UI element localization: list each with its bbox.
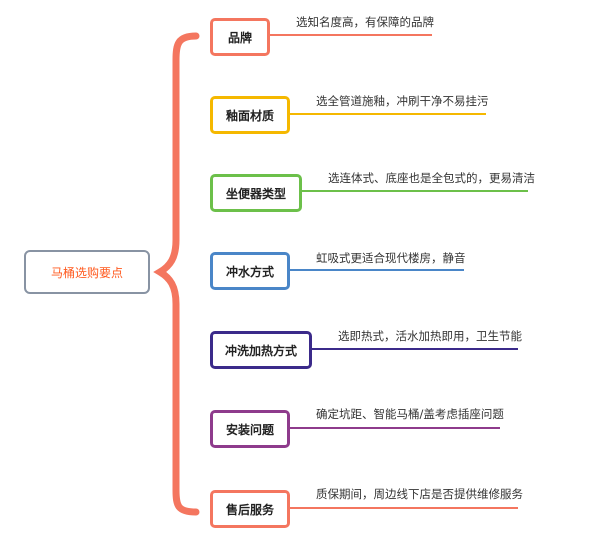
branch-toilet-type[interactable]: 坐便器类型 [210,174,302,212]
branch-brand[interactable]: 品牌 [210,18,270,56]
root-topic-label: 马桶选购要点 [50,265,123,280]
branch-toilet-type-label: 坐便器类型 [225,186,286,201]
branch-toilet-type-note: 选连体式、底座也是全包式的，更易清洁 [328,171,535,185]
branch-after-sales-label: 售后服务 [225,502,274,517]
branch-flush-method-label: 冲水方式 [225,264,274,279]
branch-heating-method-label: 冲洗加热方式 [224,343,297,358]
branch-brand-note: 选知名度高，有保障的品牌 [296,15,434,29]
branch-heating-method-note: 选即热式，活水加热即用，卫生节能 [338,329,522,343]
branch-flush-method-underline [290,269,464,271]
branch-installation-underline [290,427,500,429]
branch-glaze-material[interactable]: 釉面材质 [210,96,290,134]
branch-glaze-material-label: 釉面材质 [225,108,274,123]
branch-installation[interactable]: 安装问题 [210,410,290,448]
branch-glaze-material-underline [290,113,486,115]
branch-bracket [153,32,200,516]
branch-flush-method-note: 虹吸式更适合现代楼房，静音 [316,251,466,265]
branch-toilet-type-underline [302,190,528,192]
branch-brand-underline [270,34,432,36]
branch-installation-label: 安装问题 [225,422,274,437]
branch-installation-note: 确定坑距、智能马桶/盖考虑插座问题 [316,407,504,421]
branch-heating-method-underline [312,348,518,350]
root-topic[interactable]: 马桶选购要点 [24,250,150,294]
branch-after-sales-underline [290,507,518,509]
branch-heating-method[interactable]: 冲洗加热方式 [210,331,312,369]
branch-glaze-material-note: 选全管道施釉，冲刷干净不易挂污 [316,94,489,108]
branch-brand-label: 品牌 [227,30,252,45]
branch-after-sales[interactable]: 售后服务 [210,490,290,528]
branch-after-sales-note: 质保期间，周边线下店是否提供维修服务 [316,487,523,501]
branch-flush-method[interactable]: 冲水方式 [210,252,290,290]
